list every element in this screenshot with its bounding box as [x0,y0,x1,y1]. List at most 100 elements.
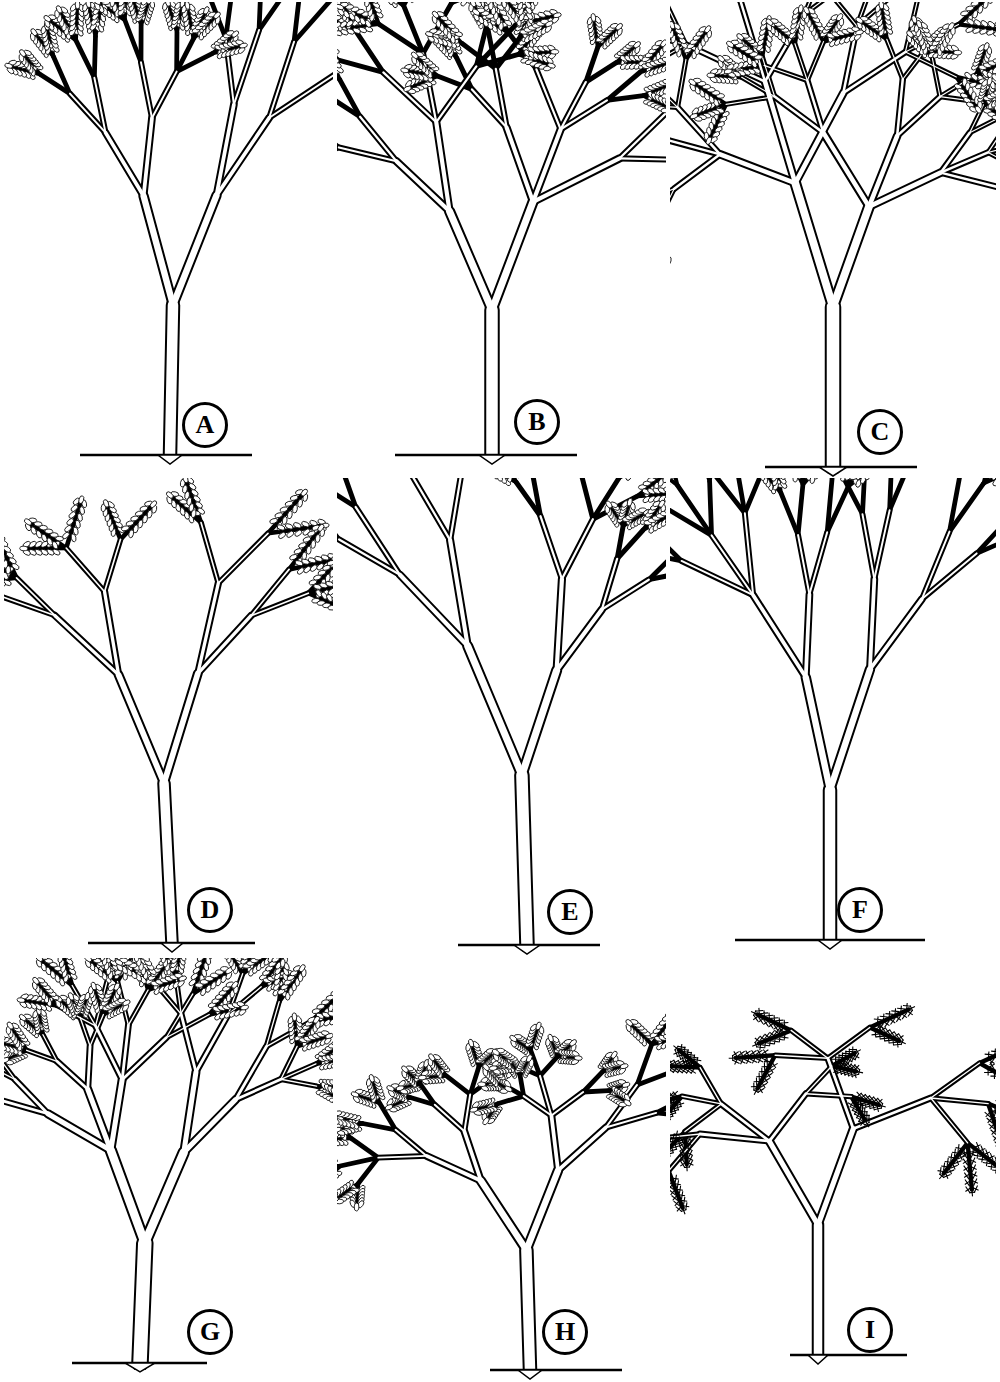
leaflet [294,529,303,538]
branch-outline [941,173,996,188]
leaflet [61,531,70,540]
branch-outline [825,307,842,467]
leaflet [370,2,379,5]
branch-outline [144,118,152,196]
leaflet [501,2,510,4]
branch-outline [38,983,57,1005]
branch-outline [795,44,807,81]
leaflet [110,2,115,7]
tree-drawing [337,2,666,455]
leaflet [505,478,510,479]
branch-outline [145,1152,184,1243]
branch-fill [216,118,269,196]
branch-fill [360,117,396,161]
branch-fill [436,66,476,122]
leaflet [707,73,715,78]
leaflet [18,49,27,58]
branch-outline [806,594,810,677]
leaflet [387,2,394,5]
branch-fill [164,674,198,784]
branch-fill [105,539,121,591]
leaflet [279,506,288,513]
tree-drawing [4,958,333,1363]
leaflet [994,21,996,29]
branch-outline [798,535,809,594]
leaflet [331,579,333,586]
leaflet [239,42,248,48]
leaflet [736,32,745,41]
leaflet [486,2,491,5]
tree-drawing [337,478,666,945]
branch-outline [674,154,720,188]
branch-outline [670,486,671,511]
leaflet [317,523,326,532]
leaflet [974,105,982,114]
branch-fill [806,677,830,790]
leaflet [658,499,666,508]
branch-fill [922,553,977,599]
branch-fill [173,196,216,305]
leaflet [460,2,469,7]
branch-fill [988,142,996,152]
branch-fill [251,593,308,616]
branch-fill [941,173,996,188]
leaflet [102,499,109,508]
leaflet [993,58,996,63]
leaflet [988,2,995,4]
branch-fill [269,74,333,117]
leaflet [664,516,666,525]
branch-fill [765,14,805,82]
leaflet [182,478,189,483]
leaflet [625,478,633,481]
branch-outline [218,533,268,583]
leaflet [717,54,726,63]
leaflet [954,50,962,55]
branch-fill [450,211,492,310]
branch-outline [140,1243,145,1363]
branch-fill [198,616,251,674]
leaflet [213,11,222,20]
branch-outline [337,36,338,60]
branch-outline [338,478,356,507]
branch-outline [337,147,339,166]
leaflet [431,10,440,19]
branch-fill [269,42,294,118]
leaflet [533,2,538,6]
branch-outline [619,103,666,158]
branch-outline [832,478,841,479]
leaflet [778,478,787,481]
branch-outline [450,211,492,310]
branch-fill [106,133,144,196]
branch-outline [196,1014,228,1072]
leaflet [66,517,75,526]
branch-outline [164,783,172,943]
branch-fill [897,79,903,136]
branch-fill [144,196,173,305]
leaflet [796,478,805,480]
branch-fill [765,82,795,184]
leaflet [760,478,766,481]
branch-outline [404,6,423,53]
branch-outline [356,507,400,575]
leaflet [803,6,811,15]
branch-outline [450,478,464,540]
branch-fill [450,478,464,540]
branch-outline [88,1046,90,1089]
leaflet [307,530,316,537]
leaflet [403,85,412,92]
branch-fill [970,118,996,133]
branch-outline [670,189,674,230]
leaflet [663,486,666,494]
leaflet [328,605,333,611]
leaflet [813,478,819,479]
branch-outline [536,69,560,129]
leaflet [55,5,63,14]
branch-outline [201,523,218,584]
leaflet [286,530,295,539]
branch-outline [119,675,164,783]
branch-outline [294,2,331,42]
branch-outline [607,96,643,101]
branch-outline [557,579,562,670]
branch-fill [745,513,753,595]
leaflet [400,67,409,73]
